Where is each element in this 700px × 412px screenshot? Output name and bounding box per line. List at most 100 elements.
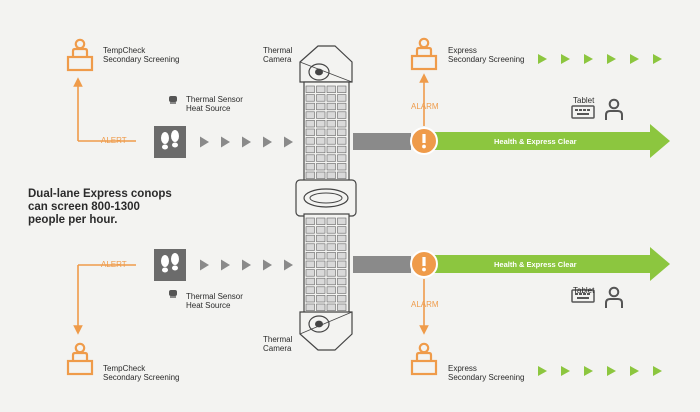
express-subtitle: Secondary Screening xyxy=(448,373,525,382)
sensor-cell xyxy=(305,171,315,179)
sensor-cell xyxy=(305,226,315,234)
sensor-cell xyxy=(305,260,315,268)
chevron-icon xyxy=(242,136,251,148)
sensor-cell xyxy=(326,85,336,93)
sensor-cell xyxy=(337,111,347,119)
sensor-cell xyxy=(316,111,326,119)
express-subtitle: Secondary Screening xyxy=(448,55,525,64)
sensor-label-top: Thermal Sensor Heat Source xyxy=(186,95,243,113)
tempcheck-label-top: TempCheck Secondary Screening xyxy=(103,46,180,64)
sensor-cell xyxy=(316,226,326,234)
sensor-cell xyxy=(326,286,336,294)
sensor-cell xyxy=(337,145,347,154)
alarm-exclamation-icon xyxy=(410,127,438,155)
sensor-cell xyxy=(326,163,336,171)
sensor-cell xyxy=(316,295,326,303)
alert-label-top: ALERT xyxy=(101,136,127,145)
sensor-cell xyxy=(326,217,336,225)
sensor-cell xyxy=(337,163,347,171)
sensor-cell xyxy=(305,85,315,93)
sensor-cell xyxy=(316,243,326,251)
alarm-label-bottom: ALARM xyxy=(411,300,439,309)
sensor-cell xyxy=(316,269,326,277)
sensor-cell xyxy=(337,243,347,251)
camera-label-bottom: Thermal Camera xyxy=(263,335,292,353)
camera-subtitle: Camera xyxy=(263,344,292,353)
chevron-icon xyxy=(561,54,570,64)
tempcheck-subtitle: Secondary Screening xyxy=(103,373,180,382)
sensor-cell xyxy=(316,252,326,260)
chevron-icon xyxy=(538,366,547,376)
person-at-desk-icon xyxy=(66,342,94,376)
sensor-cell xyxy=(305,163,315,171)
chevron-icon xyxy=(200,136,209,148)
lane-exit-bar-bottom xyxy=(353,256,411,273)
headline: Dual-lane Express conops can screen 800-… xyxy=(28,188,172,226)
sensor-cell xyxy=(316,277,326,286)
officer-icon xyxy=(605,286,623,309)
sensor-cell xyxy=(337,217,347,225)
clear-arrow-top xyxy=(426,124,670,158)
sensor-cell xyxy=(305,137,315,145)
chevron-icon xyxy=(607,366,616,376)
sensor-cell xyxy=(316,128,326,136)
sensor-cell xyxy=(305,154,315,162)
sensor-cell xyxy=(305,303,315,311)
sensor-cell xyxy=(305,295,315,303)
clear-arrow-bottom xyxy=(426,247,670,281)
sensor-cell xyxy=(326,303,336,311)
sensor-cell xyxy=(316,171,326,179)
sensor-cell xyxy=(326,128,336,136)
clear-label-bottom: Health & Express Clear xyxy=(494,260,577,269)
chevron-icon xyxy=(284,136,293,148)
sensor-cell xyxy=(316,163,326,171)
sensor-cell xyxy=(337,252,347,260)
sensor-cell xyxy=(326,154,336,162)
express-title: Express xyxy=(448,46,477,55)
sensor-cell xyxy=(305,145,315,154)
sensor-cell xyxy=(337,94,347,102)
sensor-cell xyxy=(326,102,336,111)
alert-label-bottom: ALERT xyxy=(101,260,127,269)
sensor-cell xyxy=(326,234,336,243)
sensor-title: Thermal Sensor xyxy=(186,95,243,104)
tablet-label-bottom: Tablet xyxy=(573,286,595,295)
sensor-cell xyxy=(316,137,326,145)
sensor-cell xyxy=(337,260,347,268)
tablet-icon xyxy=(571,105,595,119)
sensor-cell xyxy=(326,252,336,260)
sensor-label-bottom: Thermal Sensor Heat Source xyxy=(186,292,243,310)
sensor-cell xyxy=(305,234,315,243)
sensor-cell xyxy=(337,303,347,311)
sensor-cell xyxy=(326,94,336,102)
sensor-cell xyxy=(326,260,336,268)
sensor-cell xyxy=(326,120,336,128)
sensor-cell xyxy=(326,243,336,251)
chevron-icon xyxy=(538,54,547,64)
sensor-cell xyxy=(305,286,315,294)
sensor-cell xyxy=(316,154,326,162)
sensor-cell xyxy=(316,94,326,102)
sensor-cell xyxy=(316,120,326,128)
alarm-exclamation-icon xyxy=(410,250,438,278)
sensor-subtitle: Heat Source xyxy=(186,301,231,310)
sensor-cell xyxy=(316,217,326,225)
sensor-cell xyxy=(326,269,336,277)
sensor-cell xyxy=(305,269,315,277)
express-title: Express xyxy=(448,364,477,373)
sensor-cell xyxy=(337,277,347,286)
chevron-icon xyxy=(630,54,639,64)
sensor-cell xyxy=(305,252,315,260)
chevron-icon xyxy=(263,136,272,148)
sensor-cell xyxy=(305,102,315,111)
sensor-cell xyxy=(337,85,347,93)
thermal-sensor-icon xyxy=(169,290,177,298)
sensor-cell xyxy=(337,295,347,303)
sensor-cell xyxy=(337,120,347,128)
sensor-cell xyxy=(316,145,326,154)
chevron-icon xyxy=(221,136,230,148)
sensor-cell xyxy=(305,111,315,119)
lane-exit-bar-top xyxy=(353,133,411,150)
